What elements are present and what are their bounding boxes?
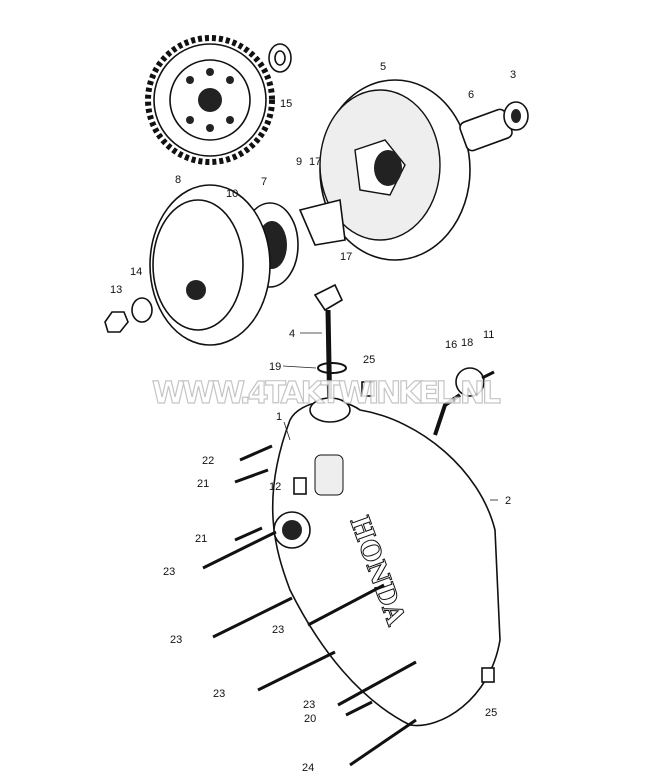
callout-5: 5 <box>380 61 386 73</box>
callout-23b: 23 <box>170 634 182 646</box>
callout-13: 13 <box>110 284 122 296</box>
flywheel-part <box>319 79 471 261</box>
callout-17: 17 <box>309 156 321 168</box>
callout-23c: 23 <box>272 624 284 636</box>
dowel-part <box>481 667 495 683</box>
callout-22: 22 <box>202 455 214 467</box>
callout-8: 8 <box>175 174 181 186</box>
callout-10: 10 <box>226 188 238 200</box>
callout-4: 4 <box>289 328 295 340</box>
callout-15: 15 <box>280 98 292 110</box>
callout-16: 16 <box>445 339 457 351</box>
callout-21: 21 <box>197 478 209 490</box>
callout-2: 2 <box>505 495 511 507</box>
callout-18: 18 <box>461 337 473 349</box>
callout-23: 23 <box>163 566 175 578</box>
callout-14: 14 <box>130 266 142 278</box>
callout-25b: 25 <box>485 707 497 719</box>
callout-1: 1 <box>276 411 282 423</box>
callout-21b: 21 <box>195 533 207 545</box>
nut-part <box>104 311 129 333</box>
washer-part <box>268 43 292 73</box>
side-cover-part: HONDA <box>271 397 501 727</box>
callout-6: 6 <box>468 89 474 101</box>
callout-23e: 23 <box>303 699 315 711</box>
callout-24: 24 <box>302 762 314 774</box>
callout-9: 9 <box>296 156 302 168</box>
washer-part <box>503 101 529 131</box>
watermark: WWW.4TAKTWINKEL.NL <box>152 376 502 411</box>
gear-part <box>145 35 275 165</box>
callout-7: 7 <box>261 176 267 188</box>
screws <box>202 444 417 767</box>
washer-part <box>131 297 153 323</box>
callout-25: 25 <box>363 354 375 366</box>
callout-23d: 23 <box>213 688 225 700</box>
callout-12: 12 <box>269 481 281 493</box>
dowel-part <box>361 381 375 397</box>
plate-part <box>298 199 346 246</box>
clutch-part <box>149 184 271 346</box>
callout-labels: 1 2 3 4 5 6 7 8 9 10 11 12 13 14 15 16 1… <box>110 61 516 774</box>
callout-3: 3 <box>510 69 516 81</box>
leader-lines <box>282 332 498 501</box>
callout-20: 20 <box>304 713 316 725</box>
switch-part <box>433 367 495 436</box>
callout-11: 11 <box>483 329 494 341</box>
callout-17b: 17 <box>340 251 352 263</box>
callout-19: 19 <box>269 361 281 373</box>
